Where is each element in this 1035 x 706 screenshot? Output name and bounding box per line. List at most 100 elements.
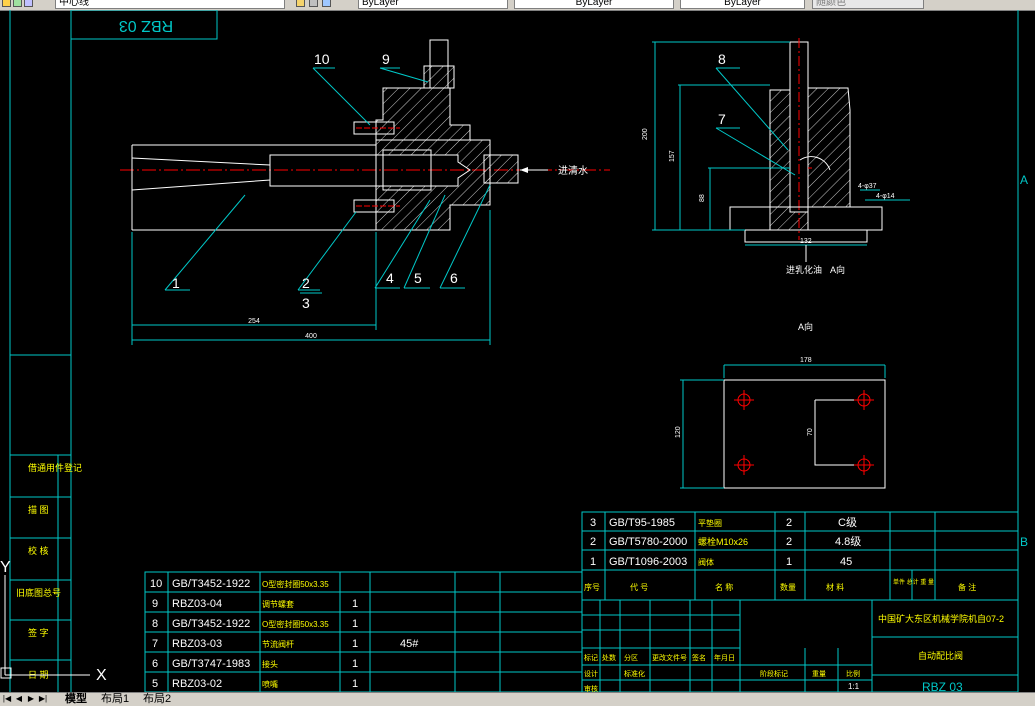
strip-label-4: 签 字 — [28, 627, 49, 638]
bom-r0-c4: C级 — [838, 516, 857, 529]
tb-head-1: 处数 — [602, 653, 616, 662]
bom-left-table: 10 GB/T3452-1922 O型密封圈50x3.35 9 RBZ03-04… — [144, 571, 583, 693]
bom-r1-c3: 2 — [786, 536, 792, 548]
left-strip-labels: 借通用件登记 描 图 校 核 旧底图总号 签 字 日 期 — [16, 462, 82, 680]
bomL-r3-c0: 7 — [152, 638, 158, 650]
ucs-y-label: Y — [0, 559, 11, 576]
dim-200: 200 — [642, 128, 649, 140]
balloon-3: 3 — [302, 295, 310, 311]
strip-label-3: 旧底图总号 — [16, 587, 61, 598]
tb-head-10: 比例 — [846, 669, 860, 678]
layer-lock-icon[interactable] — [24, 0, 33, 7]
layer-previous-icon[interactable] — [309, 0, 318, 7]
bomL-r3-c1: RBZ03-03 — [172, 638, 222, 650]
zone-letter-b: B — [1020, 535, 1028, 549]
ucs-x-label: X — [96, 667, 107, 684]
drawing-frame — [9, 9, 1019, 692]
plotstyle-combo[interactable]: 随颜色 — [812, 0, 924, 9]
bomL-r5-c3: 1 — [352, 678, 358, 690]
prev-tab-arrow-icon[interactable]: ◀ — [15, 694, 23, 703]
balloon-5: 5 — [414, 270, 422, 286]
bomL-r1-c2: 调节螺套 — [262, 599, 294, 609]
linetype-combo[interactable]: ByLayer — [514, 0, 674, 9]
dim-70: 70 — [807, 428, 814, 436]
strip-label-1: 描 图 — [28, 504, 49, 515]
tb-head-2: 分区 — [624, 653, 638, 662]
strip-label-0: 借通用件登记 — [28, 462, 82, 473]
main-section-view: 进清水 1 2 3 4 5 6 9 10 — [120, 39, 610, 345]
tab-layout2[interactable]: 布局2 — [143, 693, 172, 705]
bomL-r1-c0: 9 — [152, 598, 158, 610]
bomL-r1-c3: 1 — [352, 598, 358, 610]
bomL-r4-c3: 1 — [352, 658, 358, 670]
layer-light-icon[interactable] — [13, 0, 22, 7]
bomL-r4-c2: 接头 — [262, 659, 278, 669]
bom-r0-c1: GB/T95-1985 — [609, 517, 675, 529]
bomL-r4-c0: 6 — [152, 658, 158, 670]
layer-state-icon[interactable] — [2, 0, 11, 7]
layer-manager-icon[interactable] — [322, 0, 331, 7]
drawing-name: 自动配比阀 — [918, 650, 963, 661]
dim-254: 254 — [248, 318, 260, 325]
drawing-svg: RBZ 03 借通用件登记 描 图 校 核 旧底图总号 签 字 日 期 — [0, 9, 1028, 694]
bom-r2-c3: 1 — [786, 556, 792, 568]
bomL-r2-c2: O型密封圈50x3.35 — [262, 619, 329, 629]
bomL-r1-c1: RBZ03-04 — [172, 598, 222, 610]
tab-layout1[interactable]: 布局1 — [101, 693, 130, 705]
bom-head-5: 单件 总计 重 量 — [893, 578, 934, 586]
bomL-r3-c2: 节流阀杆 — [262, 639, 294, 649]
bom-head-1: 代 号 — [630, 582, 648, 592]
dim-157: 157 — [669, 150, 676, 162]
zone-letter-a: A — [1020, 173, 1028, 187]
bomL-r5-c0: 5 — [152, 678, 158, 690]
bomL-r2-c3: 1 — [352, 618, 358, 630]
bom-r1-c2: 螺栓M10x26 — [698, 536, 748, 547]
bom-r1-c1: GB/T5780-2000 — [609, 536, 687, 548]
color-combo[interactable]: ByLayer — [358, 0, 508, 9]
title-label-rotated: RBZ 03 — [119, 17, 173, 34]
bom-head-2: 名 称 — [715, 582, 733, 592]
balloon-10: 10 — [314, 51, 330, 67]
next-tab-arrow-icon[interactable]: ▶ — [27, 694, 35, 703]
dim-400: 400 — [305, 333, 317, 340]
ucs-icon — [0, 575, 90, 679]
tb-head-0: 标记 — [584, 653, 598, 662]
plate-view: 178 120 70 — [675, 357, 886, 489]
bomL-r4-c1: GB/T3747-1983 — [172, 658, 250, 670]
bom-right-table: 3 GB/T95-1985 平垫圈 2 C级 2 GB/T5780-2000 螺… — [581, 511, 1019, 694]
company-name: 中国矿大东区机械学院机自07-2 — [878, 613, 1004, 624]
bomL-r0-c0: 10 — [150, 578, 162, 590]
balloon-2: 2 — [302, 275, 310, 291]
last-tab-arrow-icon[interactable]: ▶| — [38, 694, 48, 703]
tab-model[interactable]: 模型 — [65, 693, 87, 705]
bomL-r2-c0: 8 — [152, 618, 158, 630]
tb-head-8: 阶段标记 — [760, 669, 788, 678]
make-current-icon[interactable] — [296, 0, 305, 7]
view-arrow-label: A向 — [830, 264, 845, 275]
flow-label-water: 进清水 — [558, 164, 588, 177]
balloon-1: 1 — [172, 275, 180, 291]
bomL-r0-c2: O型密封圈50x3.35 — [262, 579, 329, 589]
bom-head-6: 备 注 — [958, 582, 976, 592]
view-title: A向 — [798, 321, 813, 332]
bom-r2-c1: GB/T1096-2003 — [609, 556, 687, 568]
balloon-4: 4 — [386, 270, 394, 286]
linetype-layer-combo[interactable]: 中心线 — [55, 0, 285, 9]
dim-4-37: 4-φ37 — [858, 183, 877, 190]
tb-head-11: 审核 — [584, 684, 598, 692]
lineweight-combo[interactable]: ByLayer — [680, 0, 805, 9]
bomL-r2-c1: GB/T3452-1922 — [172, 618, 250, 630]
bom-r0-c3: 2 — [786, 517, 792, 529]
bom-r2-c2: 阀体 — [698, 557, 714, 567]
first-tab-arrow-icon[interactable]: |◀ — [2, 694, 12, 703]
drawing-area[interactable]: RBZ 03 借通用件登记 描 图 校 核 旧底图总号 签 字 日 期 — [0, 9, 1035, 694]
tb-head-4: 签名 — [692, 653, 706, 662]
bom-r0-c0: 3 — [590, 517, 596, 529]
bomL-r5-c1: RBZ03-02 — [172, 678, 222, 690]
scale-value: 1:1 — [848, 682, 860, 691]
tb-head-6: 设计 — [584, 669, 598, 678]
dim-178: 178 — [800, 357, 812, 364]
dim-132: 132 — [800, 238, 812, 245]
balloon-7: 7 — [718, 111, 726, 127]
bom-head-3: 数量 — [780, 582, 796, 592]
